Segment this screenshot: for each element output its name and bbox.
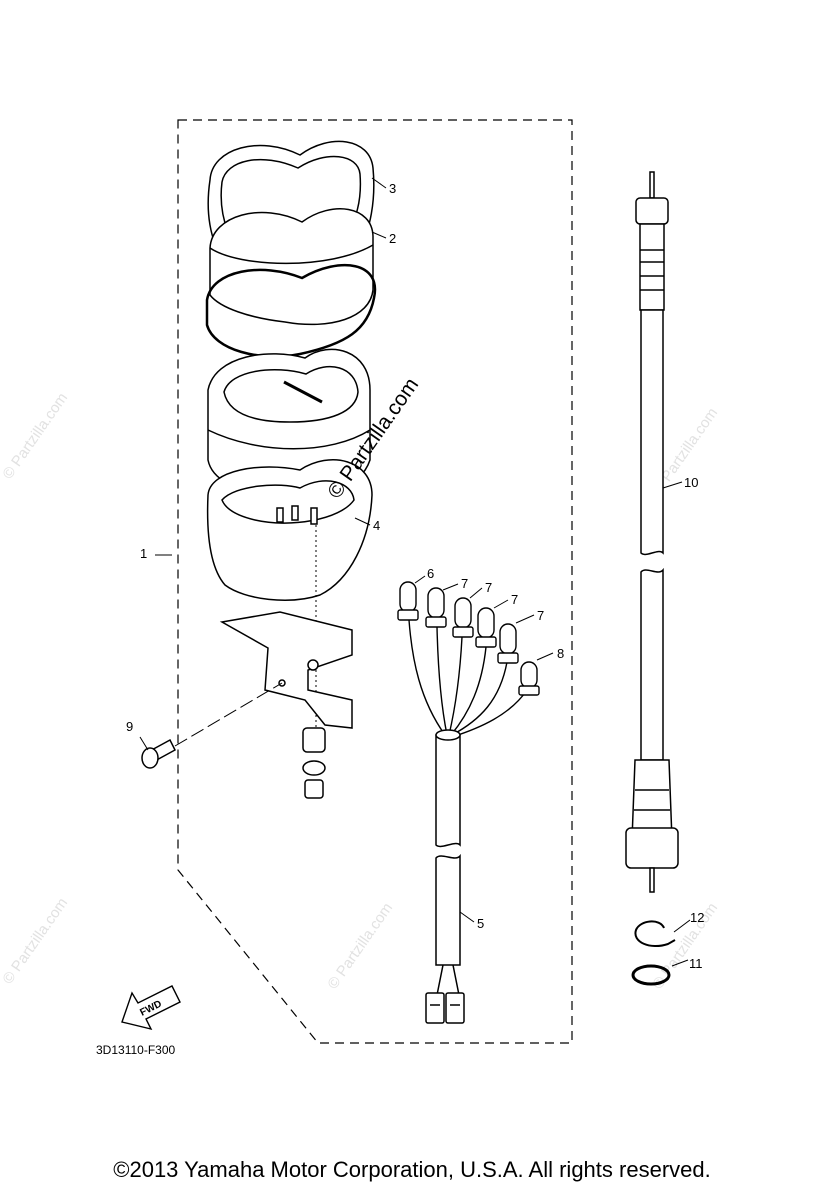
assembly-boundary (177, 119, 573, 1044)
callout-10: 10 (684, 475, 698, 490)
wire-bundle-part-5 (425, 729, 465, 1024)
meter-case-part-4 (206, 459, 373, 601)
callout-5: 5 (477, 916, 484, 931)
watermark-faint: © Partzilla.com (0, 390, 71, 483)
circlip-part-12 (634, 920, 676, 948)
callout-12: 12 (690, 910, 704, 925)
grommet-nut-stack (302, 727, 326, 799)
lamp-part-7 (425, 587, 447, 628)
lamp-part-7 (497, 623, 519, 664)
lamp-part-7 (452, 597, 474, 638)
callout-7: 7 (537, 608, 544, 623)
fwd-arrow-icon: FWD (121, 985, 181, 1031)
mounting-bracket (219, 611, 353, 729)
callout-8: 8 (557, 646, 564, 661)
diagram-code: 3D13110-F300 (96, 1043, 176, 1057)
callout-4: 4 (373, 518, 380, 533)
callout-7: 7 (461, 576, 468, 591)
callout-1: 1 (140, 546, 147, 561)
callout-3: 3 (389, 181, 396, 196)
o-ring-part-11 (631, 964, 671, 986)
screw-part-9 (141, 682, 283, 769)
lamp-part-8 (518, 661, 540, 696)
callout-numbers: 3 2 4 1 6 7 7 7 7 8 9 5 10 11 12 (126, 181, 704, 971)
callout-11: 11 (689, 956, 703, 971)
callout-9: 9 (126, 719, 133, 734)
callout-7: 7 (511, 592, 518, 607)
watermark-faint: © Partzilla.com (0, 895, 71, 988)
speedometer-cable-part-10 (625, 171, 679, 893)
callout-2: 2 (389, 231, 396, 246)
callout-leaders (139, 177, 691, 967)
lamps (397, 581, 540, 696)
lamp-part-6 (397, 581, 419, 621)
callout-6: 6 (427, 566, 434, 581)
watermark-faint: © Partzilla.com (324, 900, 396, 993)
lens-part-2 (209, 208, 374, 326)
copyright-notice: ©2013 Yamaha Motor Corporation, U.S.A. A… (113, 1157, 711, 1182)
wire-harness (408, 619, 528, 738)
lamp-part-7 (475, 607, 497, 648)
callout-7: 7 (485, 580, 492, 595)
